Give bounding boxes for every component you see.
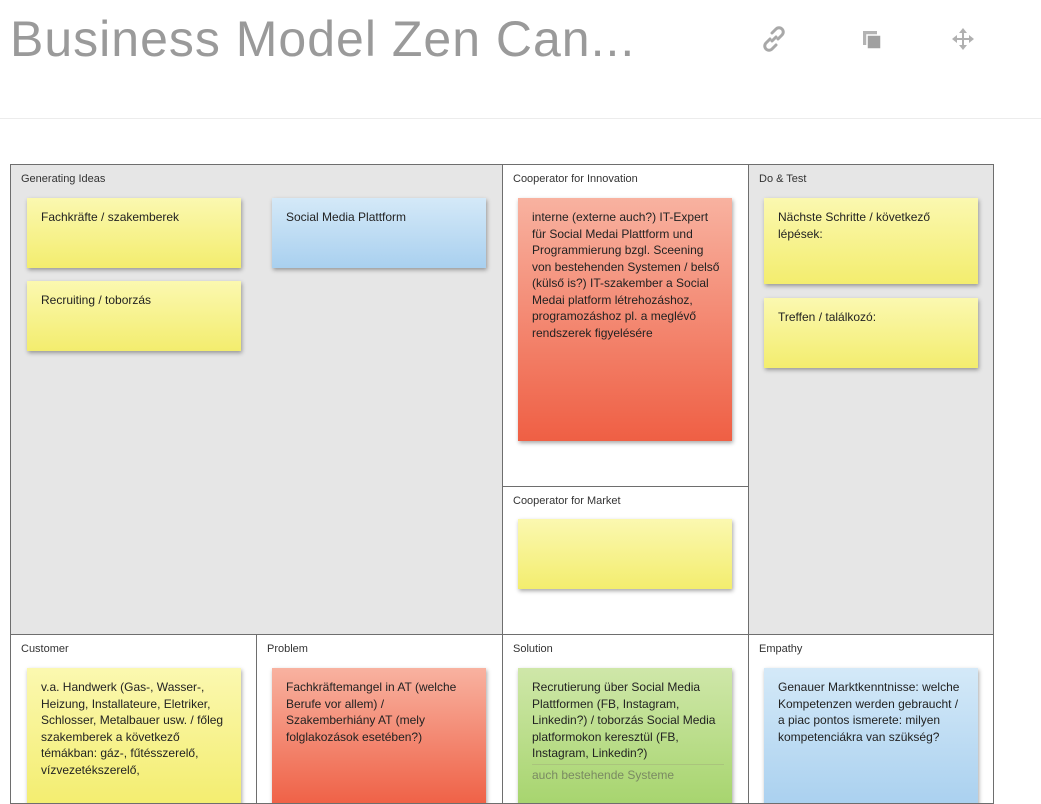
section-label-do-test: Do & Test xyxy=(759,173,807,185)
section-customer: Customer xyxy=(11,635,257,803)
section-empathy: Empathy xyxy=(749,635,993,803)
sticky-note[interactable]: v.a. Handwerk (Gas-, Wasser-, Heizung, I… xyxy=(27,668,241,803)
note-text: Fachkräfte / szakemberek xyxy=(41,210,180,224)
note-subtext: auch bestehende Systeme xyxy=(532,767,675,782)
note-text: Recruiting / toborzás xyxy=(41,293,152,307)
note-text: Fachkräftemangel in AT (welche Berufe vo… xyxy=(286,680,457,744)
sticky-note[interactable] xyxy=(518,519,732,589)
note-divider xyxy=(532,763,724,765)
section-label-cooperator-innovation: Cooperator for Innovation xyxy=(513,173,638,185)
sticky-note[interactable]: Treffen / találkozó: xyxy=(764,298,978,368)
business-model-canvas: Generating Ideas Cooperator for Innovati… xyxy=(10,164,994,804)
sticky-note[interactable]: interne (externe auch?) IT-Expert für So… xyxy=(518,198,732,441)
sticky-note[interactable]: Social Media Plattform xyxy=(272,198,486,268)
section-label-generating-ideas: Generating Ideas xyxy=(21,173,106,185)
grid-divider xyxy=(502,165,503,803)
grid-divider xyxy=(748,165,749,803)
copy-icon[interactable] xyxy=(855,22,889,56)
sticky-note[interactable]: Nächste Schritte / következő lépések: xyxy=(764,198,978,284)
section-label-problem: Problem xyxy=(267,643,308,655)
grid-divider xyxy=(503,486,749,487)
sticky-note[interactable]: Fachkräftemangel in AT (welche Berufe vo… xyxy=(272,668,486,803)
note-text: Recrutierung über Social Media Plattform… xyxy=(532,680,716,760)
note-text: interne (externe auch?) IT-Expert für So… xyxy=(532,210,720,340)
grid-divider xyxy=(256,635,257,803)
section-cooperator-market: Cooperator for Market xyxy=(503,487,749,635)
note-text: Nächste Schritte / következő lépések: xyxy=(778,210,931,241)
note-text: Treffen / találkozó: xyxy=(778,310,877,324)
section-solution: Solution xyxy=(503,635,749,803)
header-divider xyxy=(0,118,1041,119)
section-label-solution: Solution xyxy=(513,643,553,655)
canvas-title: Business Model Zen Can... xyxy=(10,11,636,67)
sticky-note[interactable]: Recruiting / toborzás xyxy=(27,281,241,351)
link-icon[interactable] xyxy=(757,22,791,56)
section-label-customer: Customer xyxy=(21,643,69,655)
grid-divider xyxy=(11,634,993,635)
note-text: v.a. Handwerk (Gas-, Wasser-, Heizung, I… xyxy=(41,680,224,777)
sticky-note[interactable]: Recrutierung über Social Media Plattform… xyxy=(518,668,732,803)
move-icon[interactable] xyxy=(946,22,980,56)
sticky-note[interactable]: Fachkräfte / szakemberek xyxy=(27,198,241,268)
note-text: Genauer Marktkenntnisse: welche Kompeten… xyxy=(778,680,960,744)
section-label-cooperator-market: Cooperator for Market xyxy=(513,495,621,507)
note-text: Social Media Plattform xyxy=(286,210,407,224)
section-cooperator-innovation: Cooperator for Innovation xyxy=(503,165,749,487)
section-label-empathy: Empathy xyxy=(759,643,803,655)
section-problem: Problem xyxy=(257,635,503,803)
sticky-note[interactable]: Genauer Marktkenntnisse: welche Kompeten… xyxy=(764,668,978,803)
